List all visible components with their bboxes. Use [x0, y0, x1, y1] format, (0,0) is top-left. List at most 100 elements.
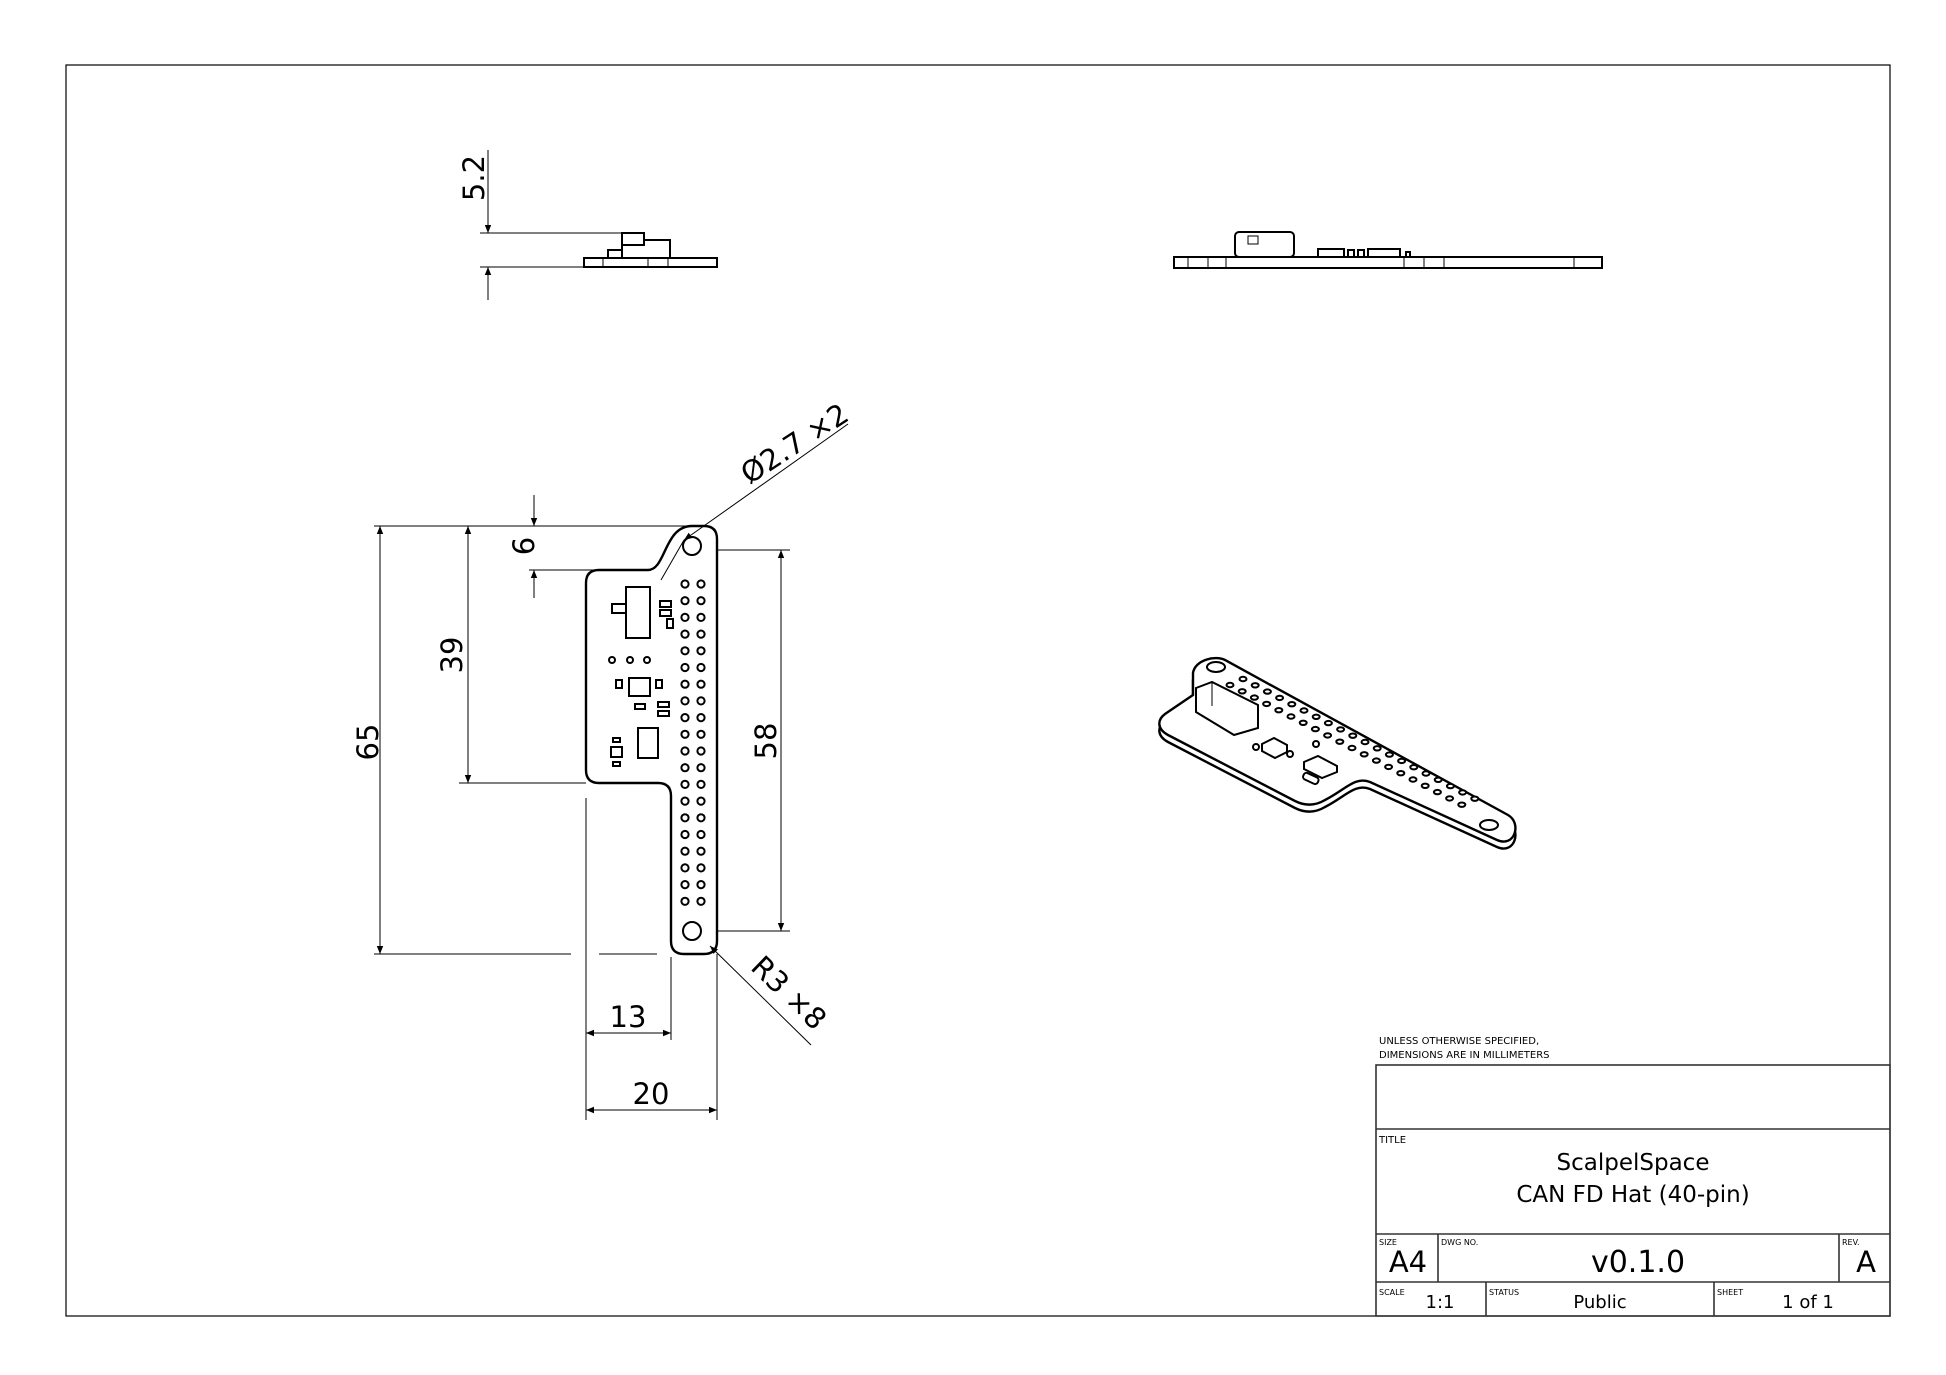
side-view-left: 5.2: [457, 150, 718, 300]
header-pin: [680, 863, 690, 873]
header-pin: [680, 679, 690, 689]
iso-header-pin: [1262, 700, 1272, 708]
header-pin: [696, 696, 706, 706]
title-line-1: ScalpelSpace: [1557, 1150, 1710, 1176]
iso-header-pin: [1311, 713, 1321, 720]
iso-header-pins: [1225, 675, 1480, 808]
iso-header-pin: [1433, 776, 1443, 783]
iso-header-pin: [1371, 757, 1381, 764]
header-pin: [680, 813, 690, 823]
iso-header-pin: [1275, 694, 1285, 702]
header-pin: [680, 763, 690, 773]
dim-hole-spacing: 58: [749, 723, 783, 760]
header-pin: [696, 846, 706, 856]
iso-header-pin: [1384, 763, 1394, 771]
iso-header-pin: [1445, 795, 1455, 802]
note-line-2: DIMENSIONS ARE IN MILLIMETERS: [1379, 1050, 1549, 1061]
dim-height: 5.2: [457, 155, 491, 201]
header-pin: [696, 713, 706, 723]
sheet-border: [65, 64, 1891, 1317]
header-pin: [680, 662, 690, 673]
header-pin: [680, 713, 690, 723]
scale-label: SCALE: [1379, 1288, 1405, 1297]
iso-header-pin: [1249, 694, 1259, 701]
iso-header-pin: [1262, 688, 1272, 695]
iso-header-pin: [1445, 782, 1455, 790]
iso-header-pin: [1250, 682, 1260, 689]
iso-header-pin: [1237, 688, 1247, 695]
rev-label: REV.: [1842, 1238, 1860, 1247]
header-pin: [696, 896, 706, 906]
iso-header-pin: [1397, 757, 1407, 765]
header-pin: [696, 596, 706, 606]
iso-header-pin: [1298, 719, 1308, 726]
header-pin: [696, 612, 706, 623]
header-pin: [680, 646, 690, 656]
header-pin: [696, 729, 706, 739]
iso-header-pin: [1299, 707, 1309, 714]
iso-header-pin: [1432, 788, 1442, 796]
iso-header-pin: [1408, 776, 1418, 783]
sheet-label: SHEET: [1717, 1288, 1743, 1297]
side-view-right: [1173, 231, 1603, 269]
header-pin: [696, 746, 706, 756]
title-block: UNLESS OTHERWISE SPECIFIED, DIMENSIONS A…: [1375, 1036, 1891, 1317]
dim-narrow-width: 13: [610, 1000, 647, 1034]
status-value: Public: [1573, 1292, 1626, 1313]
scale-value: 1:1: [1426, 1292, 1455, 1313]
header-pin: [680, 629, 690, 639]
components: [608, 586, 674, 767]
iso-header-pin: [1347, 744, 1357, 752]
size-value: A4: [1389, 1245, 1427, 1279]
header-pin: [696, 629, 706, 639]
status-label: STATUS: [1489, 1288, 1519, 1297]
iso-header-pin: [1323, 719, 1333, 727]
header-pin: [696, 880, 706, 890]
dim-top-offset: 6: [507, 537, 541, 555]
header-pin: [680, 829, 690, 840]
header-pin: [696, 579, 706, 589]
iso-header-pin: [1238, 675, 1248, 683]
front-view-board: [584, 524, 719, 956]
header-pin: [696, 646, 706, 656]
iso-header-pin: [1457, 801, 1467, 808]
iso-header-pin: [1458, 789, 1468, 796]
iso-header-pin: [1359, 751, 1369, 758]
dim-body-height: 39: [435, 637, 469, 674]
iso-header-pin: [1372, 745, 1382, 752]
header-pin: [696, 829, 706, 840]
header-pins: [680, 579, 706, 906]
dwg-no-value: v0.1.0: [1591, 1245, 1685, 1280]
title-line-2: CAN FD Hat (40-pin): [1516, 1182, 1749, 1208]
iso-header-pin: [1470, 795, 1480, 802]
iso-header-pin: [1396, 770, 1406, 777]
title-label: TITLE: [1378, 1135, 1406, 1146]
header-pin: [680, 796, 690, 806]
header-pin: [680, 880, 690, 890]
iso-header-pin: [1274, 707, 1284, 714]
iso-header-pin: [1287, 701, 1297, 708]
iso-header-pin: [1420, 782, 1430, 789]
dim-total-length: 65: [351, 724, 385, 761]
header-pin: [680, 612, 690, 623]
header-pin: [696, 763, 706, 773]
iso-header-pin: [1286, 713, 1296, 720]
iso-header-pin: [1225, 681, 1235, 689]
header-pin: [696, 679, 706, 689]
header-pin: [680, 846, 690, 856]
header-pin: [696, 662, 706, 673]
dwg-no-label: DWG NO.: [1441, 1238, 1478, 1247]
header-pin: [680, 896, 690, 906]
sheet-value: 1 of 1: [1782, 1292, 1834, 1313]
header-pin: [696, 813, 706, 823]
mount-hole-top: [682, 536, 702, 556]
iso-header-pin: [1421, 770, 1431, 777]
mount-hole-bottom: [682, 921, 702, 941]
header-pin: [680, 779, 690, 790]
header-pin: [680, 746, 690, 756]
dim-total-width: 20: [633, 1077, 670, 1111]
rev-value: A: [1856, 1245, 1876, 1279]
iso-header-pin: [1360, 738, 1370, 746]
iso-header-pin: [1336, 726, 1346, 733]
